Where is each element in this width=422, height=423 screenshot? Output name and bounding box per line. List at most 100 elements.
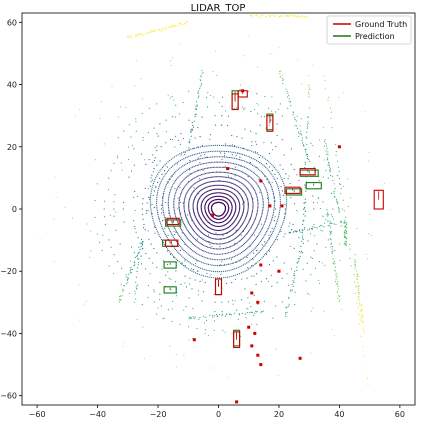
lidar-point [246, 180, 248, 182]
lidar-point [250, 194, 252, 196]
lidar-point [258, 186, 260, 188]
lidar-point [184, 195, 187, 197]
lidar-point [260, 270, 262, 272]
lidar-point [194, 147, 196, 149]
lidar-point [233, 233, 235, 235]
lidar-point [140, 153, 143, 155]
lidar-point [197, 253, 199, 255]
lidar-point [221, 180, 224, 182]
lidar-point [383, 182, 386, 184]
lidar-point [121, 295, 123, 297]
lidar-point [213, 293, 215, 295]
lidar-point [358, 298, 360, 300]
lidar-point [265, 253, 268, 255]
lidar-point [198, 185, 200, 187]
lidar-point [250, 226, 253, 228]
lidar-point [286, 200, 288, 202]
lidar-point [355, 270, 357, 272]
lidar-point [240, 336, 242, 338]
lidar-point [349, 243, 351, 245]
lidar-point [227, 175, 229, 177]
lidar-point [167, 234, 169, 236]
lidar-point [239, 266, 241, 268]
lidar-point [354, 265, 356, 267]
lidar-point [299, 255, 301, 258]
lidar-point [156, 103, 158, 105]
lidar-point [221, 301, 223, 303]
lidar-point [330, 111, 333, 113]
lidar-point [336, 281, 338, 283]
lidar-point [180, 173, 182, 175]
lidar-point [199, 267, 202, 269]
lidar-point [254, 263, 256, 265]
lidar-point [271, 218, 273, 220]
lidar-point [344, 235, 346, 238]
lidar-point [256, 174, 258, 177]
lidar-point [223, 264, 226, 266]
lidar-point [148, 257, 150, 259]
lidar-point [234, 157, 236, 159]
lidar-point [199, 169, 201, 171]
lidar-point [157, 212, 159, 214]
lidar-point [178, 202, 180, 204]
lidar-point [244, 193, 246, 195]
lidar-point [332, 179, 334, 182]
lidar-point [279, 73, 281, 75]
lidar-point [256, 183, 258, 185]
lidar-point [151, 179, 153, 181]
lidar-point [197, 294, 199, 296]
lidar-point [195, 225, 197, 228]
lidar-point [245, 241, 247, 243]
lidar-point [186, 252, 188, 254]
lidar-point [249, 244, 251, 246]
lidar-point [175, 354, 177, 356]
lidar-point [324, 222, 326, 224]
lidar-point [244, 128, 246, 130]
lidar-point [166, 182, 168, 184]
lidar-point [335, 275, 337, 277]
lidar-point [128, 124, 130, 126]
lidar-point [170, 289, 172, 291]
lidar-point [301, 142, 304, 144]
lidar-point [214, 166, 216, 168]
lidar-point [270, 172, 272, 174]
lidar-point [240, 196, 243, 198]
lidar-point [221, 171, 223, 173]
lidar-point [158, 186, 160, 188]
lidar-point [283, 194, 285, 196]
lidar-point [198, 180, 200, 182]
lidar-point [246, 215, 248, 217]
lidar-point [360, 304, 363, 306]
lidar-point [300, 132, 302, 135]
lidar-point [188, 162, 190, 164]
lidar-point [233, 107, 235, 110]
lidar-point [241, 147, 243, 149]
lidar-point [202, 227, 204, 229]
lidar-point [184, 170, 186, 172]
ground-truth-box [284, 186, 301, 194]
lidar-point [287, 96, 289, 98]
lidar-point [197, 290, 199, 292]
lidar-point [300, 134, 303, 136]
lidar-point [193, 211, 195, 213]
lidar-point [228, 257, 231, 259]
lidar-point [222, 176, 224, 178]
lidar-point [165, 172, 167, 174]
lidar-point [173, 182, 175, 184]
lidar-point [253, 231, 255, 233]
lidar-point [296, 16, 298, 18]
lidar-point [167, 198, 170, 200]
lidar-point [125, 106, 127, 109]
lidar-point [256, 153, 258, 155]
lidar-point [229, 172, 231, 174]
lidar-point [250, 243, 252, 245]
lidar-point [244, 227, 246, 229]
lidar-point [206, 162, 208, 164]
lidar-point [270, 142, 272, 144]
lidar-point [175, 25, 177, 27]
lidar-point [199, 190, 201, 192]
lidar-point [224, 315, 227, 317]
lidar-point [177, 222, 179, 224]
lidar-point [258, 222, 260, 224]
lidar-point [214, 124, 217, 126]
